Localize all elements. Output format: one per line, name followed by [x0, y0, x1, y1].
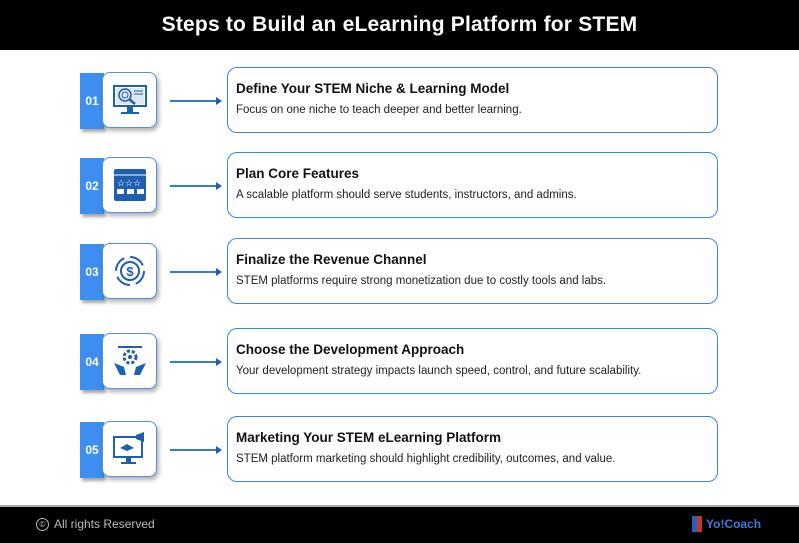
features-grid-icon: ☆☆☆	[102, 157, 157, 213]
copyright: © All rights Reserved	[36, 517, 155, 531]
step-number: 01	[80, 73, 104, 129]
step-title: Plan Core Features	[236, 166, 360, 181]
step-description: STEM platform marketing should highlight…	[236, 453, 616, 465]
arrow-icon	[170, 358, 222, 365]
step-number: 03	[80, 244, 104, 300]
step-row: 01 Define Your STEM Niche & Learning Mod…	[0, 65, 799, 135]
logo-mark-icon	[692, 516, 702, 532]
page-title: Steps to Build an eLearning Platform for…	[161, 13, 638, 36]
copyright-text: All rights Reserved	[54, 517, 155, 531]
copyright-icon: ©	[36, 517, 49, 531]
monitor-search-icon	[102, 72, 157, 128]
arrow-icon	[170, 97, 222, 104]
hands-gear-icon	[102, 333, 157, 389]
step-title: Define Your STEM Niche & Learning Model	[236, 81, 510, 96]
step-description: Your development strategy impacts launch…	[236, 365, 642, 377]
step-title: Marketing Your STEM eLearning Platform	[236, 430, 502, 445]
step-title: Finalize the Revenue Channel	[236, 252, 427, 267]
step-title: Choose the Development Approach	[236, 342, 465, 357]
svg-text:☆☆☆: ☆☆☆	[117, 178, 141, 188]
step-number: 04	[80, 334, 104, 390]
arrow-icon	[170, 182, 222, 189]
step-row: 02 ☆☆☆ Plan Core Features A scalable plat…	[0, 150, 799, 220]
footer: © All rights Reserved Yo!Coach	[0, 505, 799, 543]
monitor-megaphone-icon	[102, 421, 157, 477]
step-number: 02	[80, 158, 104, 214]
step-card: Plan Core Features A scalable platform sh…	[227, 152, 718, 218]
step-description: A scalable platform should serve student…	[236, 189, 577, 201]
arrow-icon	[170, 268, 222, 275]
step-description: STEM platforms require strong monetizati…	[236, 275, 607, 287]
brand-logo: Yo!Coach	[692, 516, 761, 532]
svg-text:$: $	[126, 264, 134, 279]
step-description: Focus on one niche to teach deeper and b…	[236, 104, 522, 116]
dollar-cycle-icon: $	[102, 243, 157, 299]
step-number: 05	[80, 422, 104, 478]
header: Steps to Build an eLearning Platform for…	[0, 0, 799, 50]
arrow-icon	[170, 446, 222, 453]
step-row: 05 Marketing Your STEM eLearning Platfor…	[0, 414, 799, 484]
brand-name: Yo!Coach	[706, 517, 762, 531]
